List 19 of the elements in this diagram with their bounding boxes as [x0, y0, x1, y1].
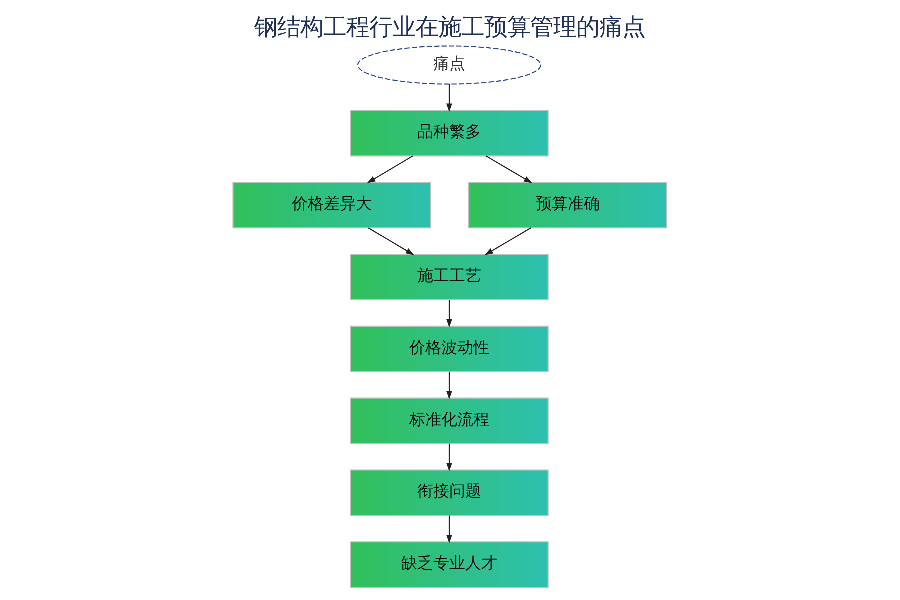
arrow — [368, 228, 414, 256]
diagram-title: 钢结构工程行业在施工预算管理的痛点 — [254, 14, 646, 42]
node-ellipse: 痛点 — [357, 46, 542, 85]
node-box: 价格差异大 — [232, 182, 432, 229]
arrow — [486, 156, 532, 184]
arrow — [446, 84, 452, 112]
arrow — [446, 516, 452, 544]
arrow — [367, 156, 414, 184]
node-box: 缺乏专业人才 — [350, 542, 549, 588]
arrow — [484, 228, 532, 256]
arrow — [446, 444, 452, 472]
node-box: 施工工艺 — [350, 254, 549, 301]
node-box: 标准化流程 — [350, 398, 549, 444]
node-box: 预算准确 — [468, 182, 668, 229]
node-box: 衔接问题 — [350, 470, 549, 516]
node-box: 价格波动性 — [350, 326, 549, 372]
arrow — [446, 372, 452, 400]
node-box: 品种繁多 — [350, 110, 549, 157]
arrow — [446, 300, 452, 328]
